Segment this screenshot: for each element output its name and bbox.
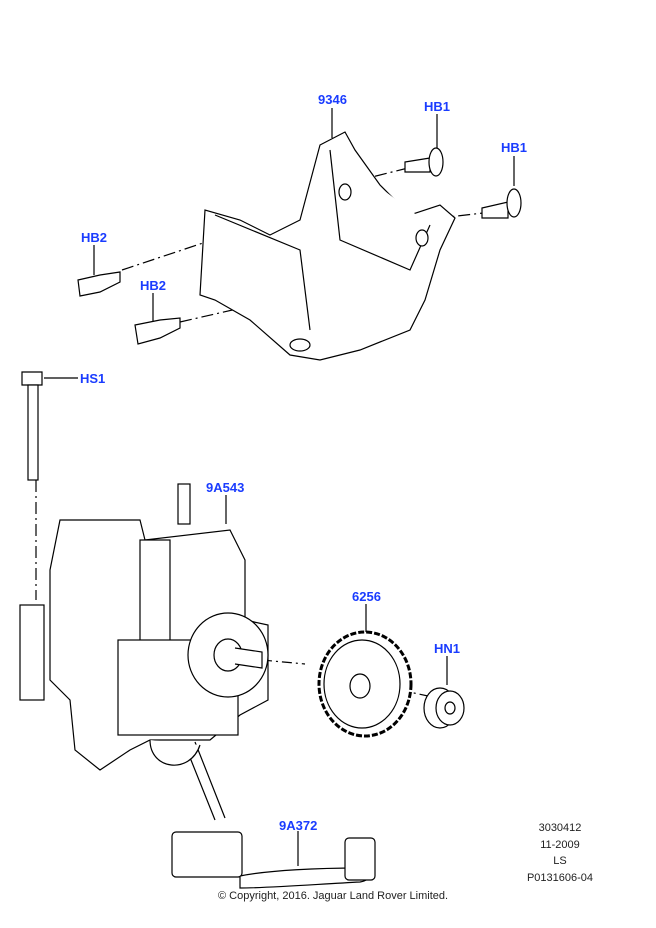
callout-9346[interactable]: 9346	[318, 92, 347, 107]
flange-nut-hn1	[423, 687, 465, 729]
illustrator-initials: LS	[553, 855, 567, 867]
copyright-notice: © Copyright, 2016. Jaguar Land Rover Lim…	[218, 890, 449, 902]
callout-6256[interactable]: 6256	[352, 589, 381, 604]
flange-bolts-hb2	[77, 271, 181, 345]
flange-bolts-hb1	[404, 147, 522, 219]
bracket-9346	[199, 131, 456, 361]
spacer-sleeve	[19, 604, 45, 701]
callout-hb1[interactable]: HB1	[424, 99, 451, 114]
callout-hn1[interactable]: HN1	[434, 641, 461, 656]
callout-hb1[interactable]: HB1	[501, 140, 528, 155]
illustration-code: 3030412	[538, 822, 582, 834]
callout-hb2[interactable]: HB2	[140, 278, 167, 293]
callout-hs1[interactable]: HS1	[80, 371, 106, 386]
callout-hb2[interactable]: HB2	[81, 230, 108, 245]
callout-9a543[interactable]: 9A543	[206, 480, 245, 495]
illustration-date: 11-2009	[540, 839, 580, 851]
fuel-pump-9a543	[49, 483, 269, 771]
long-bolt-hs1	[21, 371, 43, 481]
wiring-harness-9a372	[171, 831, 376, 889]
callout-9a372[interactable]: 9A372	[279, 818, 318, 833]
sprocket-6256	[317, 630, 413, 738]
illustration-reference: P0131606-04	[526, 872, 594, 884]
